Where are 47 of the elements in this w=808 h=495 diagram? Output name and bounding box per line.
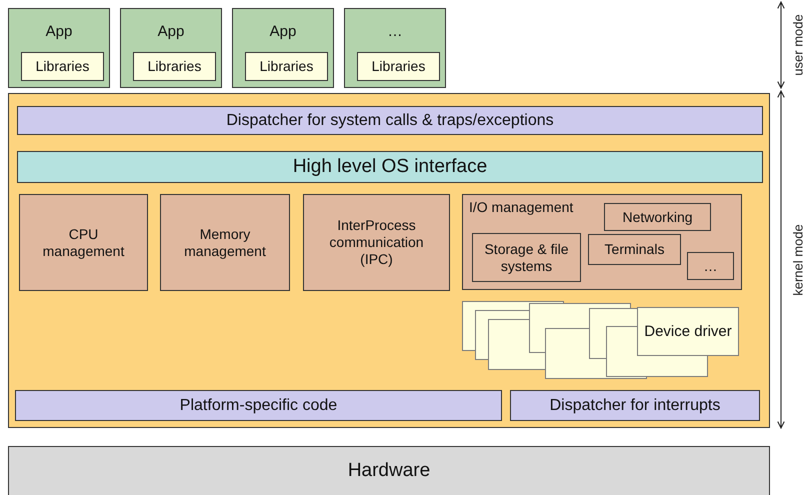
box-label: Dispatcher for interrupts: [550, 396, 720, 416]
box-label: App: [158, 23, 184, 41]
kernel-box: [8, 93, 770, 428]
box-label: App: [46, 23, 72, 41]
submodule-box: [604, 203, 711, 231]
box-label: Libraries: [148, 58, 202, 75]
submodule-box: [687, 252, 734, 280]
box-label: Memory management: [183, 226, 267, 260]
module-box: [303, 194, 450, 291]
interface-bar: [17, 151, 763, 183]
driver-card: [637, 307, 739, 356]
submodule-box: [472, 233, 581, 282]
module-box: [462, 194, 742, 290]
box-label: …: [388, 23, 402, 41]
box-label: Terminals: [604, 241, 664, 258]
box-label: Libraries: [372, 58, 426, 75]
app-box: [344, 8, 446, 88]
mode-label: user mode: [790, 14, 806, 76]
dispatcher-bar: [17, 106, 763, 135]
box-label: Device driver: [644, 322, 732, 340]
box-label: I/O management: [469, 199, 574, 216]
box-label: Networking: [622, 208, 693, 226]
box-label: Storage & file systems: [483, 240, 570, 274]
app-box: [8, 8, 110, 88]
library-box: [133, 52, 216, 81]
app-box: [120, 8, 222, 88]
library-box: [245, 52, 328, 81]
box-label: Hardware: [348, 460, 430, 482]
box-label: Libraries: [36, 58, 90, 75]
dispatcher-bar: [510, 390, 760, 421]
box-label: App: [270, 23, 296, 41]
box-label: InterProcess communication (IPC): [328, 217, 425, 268]
app-box: [232, 8, 334, 88]
mode-label: kernel mode: [790, 224, 806, 296]
module-box: [19, 194, 148, 291]
box-label: Platform-specific code: [180, 396, 338, 416]
box-label: …: [704, 258, 718, 274]
hardware-bar: [8, 446, 770, 495]
box-label: CPU management: [42, 226, 126, 260]
box-label: Dispatcher for system calls & traps/exceptions: [226, 110, 554, 130]
library-box: [21, 52, 104, 81]
submodule-box: [588, 234, 681, 265]
dispatcher-bar: [15, 390, 502, 421]
module-box: [160, 194, 290, 291]
library-box: [357, 52, 440, 81]
box-label: Libraries: [260, 58, 314, 75]
box-label: High level OS interface: [292, 156, 488, 178]
